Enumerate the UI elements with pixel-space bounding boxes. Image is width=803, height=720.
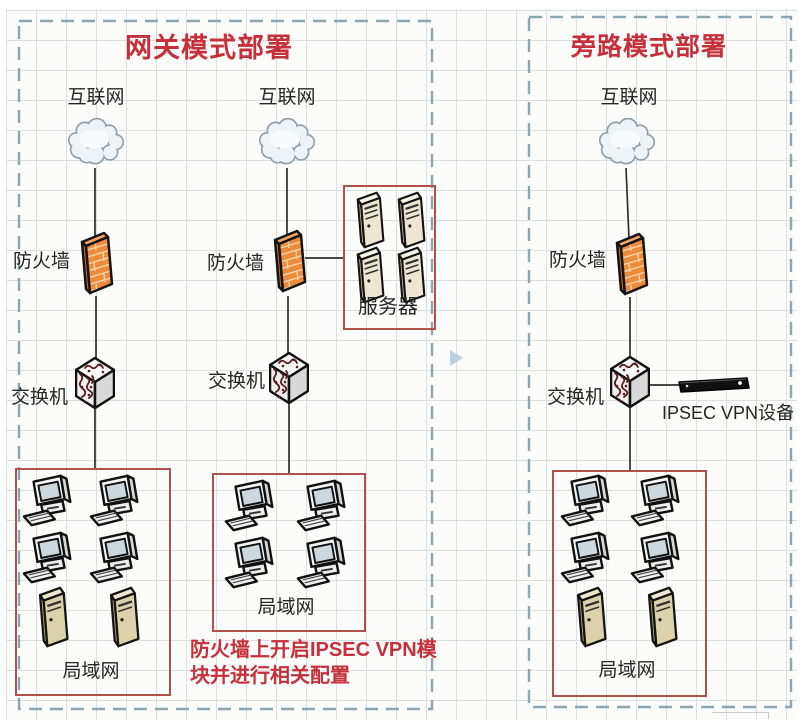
lan-group-box-middle — [212, 473, 366, 632]
firewall-brick-icon — [267, 228, 311, 296]
ipsec-annotation: 防火墙上开启IPSEC VPN模 块并进行相关配置 — [190, 637, 437, 689]
switch-cube-icon — [269, 352, 309, 404]
server-tower-icon — [391, 191, 427, 249]
switch-label: 交换机 — [207, 371, 265, 392]
lan-label: 局域网 — [62, 661, 120, 682]
desktop-computer-icon — [21, 472, 79, 530]
desktop-computer-icon — [295, 477, 353, 535]
cloud-icon — [597, 118, 657, 168]
firewall-label: 防火墙 — [206, 253, 264, 274]
cloud-icon — [66, 118, 126, 168]
cloud-icon — [257, 118, 317, 168]
tower-pc-icon — [103, 586, 141, 648]
arrow-right-icon — [450, 350, 463, 366]
lan-group-box-gateway — [15, 468, 171, 696]
server-tower-icon — [350, 191, 386, 249]
vpn-appliance-icon — [677, 375, 755, 395]
desktop-computer-icon — [559, 529, 617, 587]
page-margin-left — [0, 0, 6, 720]
server-group-box — [343, 185, 436, 330]
vpn-device-label: IPSEC VPN设备 — [662, 403, 795, 423]
firewall-brick-icon — [609, 231, 653, 299]
lan-group-box-bypass — [552, 470, 707, 697]
page-margin-top — [0, 0, 803, 9]
desktop-computer-icon — [223, 477, 281, 535]
internet-label: 互联网 — [258, 87, 316, 108]
desktop-computer-icon — [88, 529, 146, 587]
page-margin-right — [797, 0, 803, 720]
desktop-computer-icon — [21, 529, 79, 587]
internet-label: 互联网 — [600, 87, 658, 108]
desktop-computer-icon — [559, 472, 617, 530]
firewall-label: 防火墙 — [548, 250, 606, 271]
tower-pc-icon — [32, 586, 70, 648]
firewall-brick-icon — [74, 230, 118, 298]
switch-cube-icon — [610, 356, 650, 408]
desktop-computer-icon — [223, 534, 281, 592]
servers-label: 服务器 — [358, 296, 418, 318]
tower-pc-icon — [570, 586, 608, 648]
internet-label: 互联网 — [67, 87, 125, 108]
lan-label: 局域网 — [257, 597, 315, 618]
ipsec-annotation-line1: 防火墙上开启IPSEC VPN模 — [190, 639, 437, 661]
switch-label: 交换机 — [546, 387, 604, 408]
gateway-panel-title: 网关模式部署 — [125, 33, 293, 63]
bypass-panel-title: 旁路模式部署 — [570, 33, 727, 61]
desktop-computer-icon — [88, 472, 146, 530]
ipsec-annotation-line2: 块并进行相关配置 — [190, 665, 350, 687]
firewall-label: 防火墙 — [12, 251, 70, 272]
desktop-computer-icon — [629, 529, 687, 587]
lan-label: 局域网 — [598, 660, 656, 681]
desktop-computer-icon — [295, 534, 353, 592]
tower-pc-icon — [641, 586, 679, 648]
cropped-frame-corner — [712, 712, 769, 719]
switch-cube-icon — [75, 357, 115, 409]
desktop-computer-icon — [629, 472, 687, 530]
switch-label: 交换机 — [10, 387, 68, 408]
